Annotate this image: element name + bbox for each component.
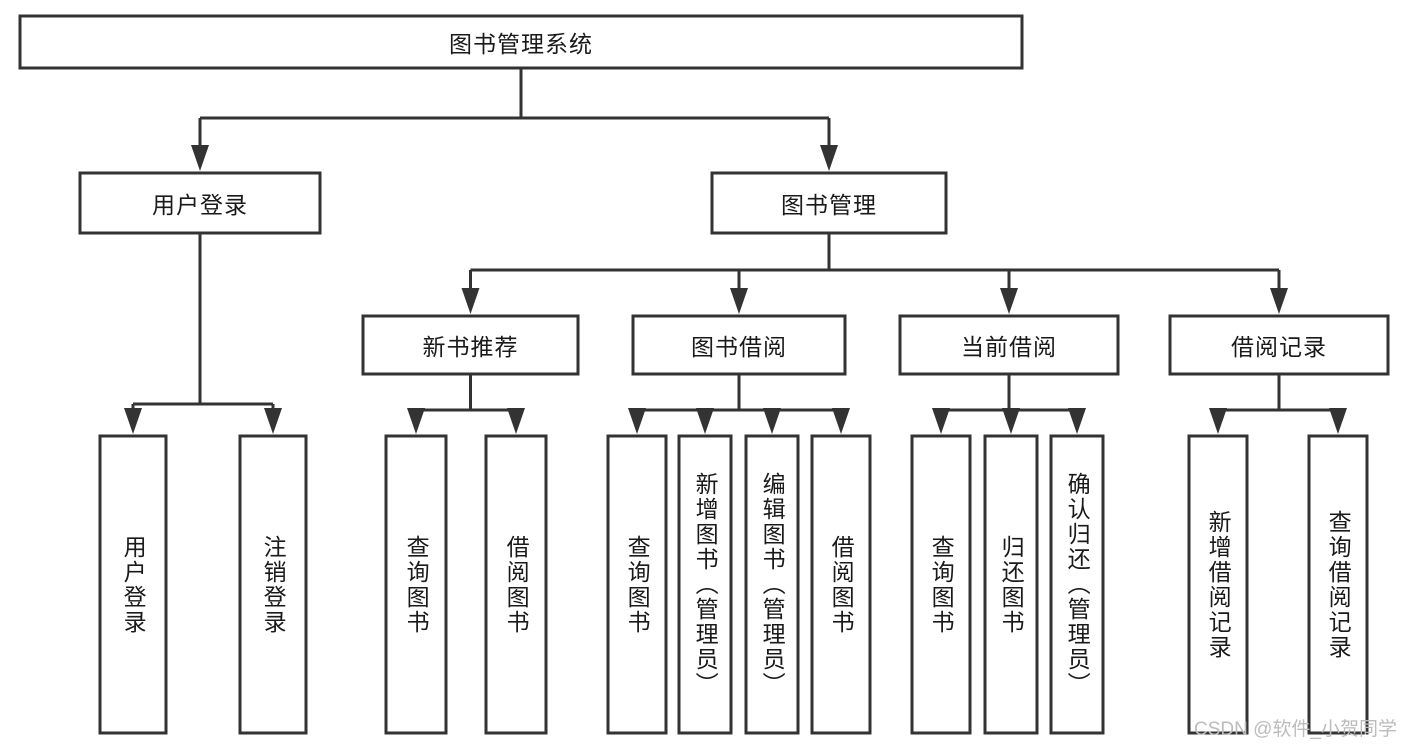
node-box-leaf-query-book-3[interactable]: [910, 434, 972, 735]
node-box-leaf-user-login[interactable]: [98, 434, 168, 735]
node-box-leaf-query-book-1[interactable]: [384, 434, 448, 735]
node-box-leaf-borrow-book-1[interactable]: [484, 434, 548, 735]
edge-arrowhead: [820, 145, 838, 171]
node-box-leaf-add-record[interactable]: [1187, 434, 1249, 735]
edge-arrowhead: [191, 145, 209, 171]
nodes-layer: [18, 14, 1390, 735]
node-box-leaf-query-record[interactable]: [1307, 434, 1369, 735]
node-box-leaf-logout[interactable]: [238, 434, 308, 735]
edge-arrowhead: [730, 288, 748, 314]
edge-arrowhead: [932, 408, 950, 434]
edge-arrowhead: [264, 408, 282, 434]
node-box-user-login[interactable]: [78, 171, 322, 235]
node-box-leaf-borrow-book-2[interactable]: [810, 434, 872, 735]
edge-arrowhead: [1270, 288, 1288, 314]
node-box-new-book-rec[interactable]: [361, 314, 580, 376]
node-box-leaf-return-book[interactable]: [983, 434, 1039, 735]
edge-arrowhead: [696, 408, 714, 434]
node-box-leaf-edit-book[interactable]: [744, 434, 800, 735]
edge-arrowhead: [407, 408, 425, 434]
node-box-book-borrow[interactable]: [631, 314, 847, 376]
edge-arrowhead: [1068, 408, 1086, 434]
edge-arrowhead: [507, 408, 525, 434]
edge-arrowhead: [1209, 408, 1227, 434]
node-box-leaf-query-book-2[interactable]: [606, 434, 668, 735]
node-box-book-manage[interactable]: [710, 171, 948, 235]
edge-arrowhead: [1329, 408, 1347, 434]
edge-arrowhead: [461, 288, 480, 314]
node-box-borrow-record[interactable]: [1168, 314, 1390, 376]
node-box-leaf-confirm-return[interactable]: [1049, 434, 1105, 735]
node-box-leaf-add-book[interactable]: [677, 434, 733, 735]
edge-arrowhead: [628, 408, 646, 434]
edges-layer: [124, 68, 1347, 434]
node-box-current-borrow[interactable]: [898, 314, 1120, 376]
edge-arrowhead: [124, 408, 142, 434]
edge-arrowhead: [1002, 408, 1020, 434]
node-box-root[interactable]: [18, 14, 1024, 70]
edge-arrowhead: [832, 408, 850, 434]
edge-arrowhead: [1000, 288, 1018, 314]
edge-arrowhead: [763, 408, 781, 434]
